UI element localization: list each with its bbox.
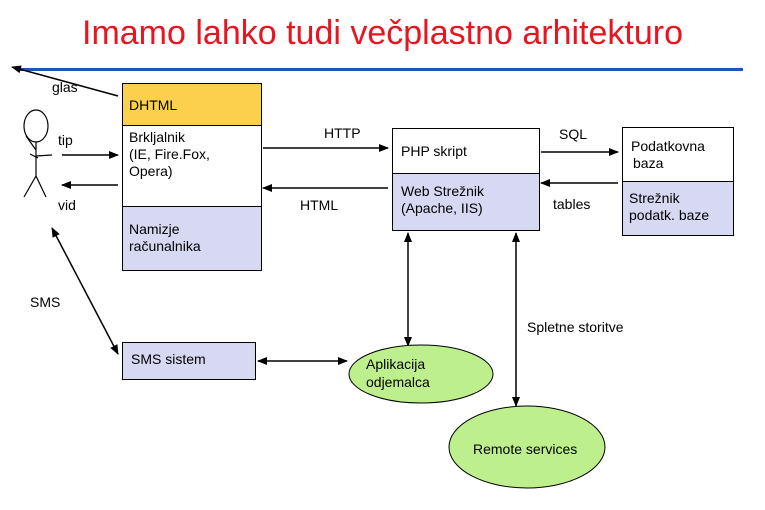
client-app-line-2: odjemalca	[366, 374, 430, 390]
glas-label: glas	[52, 79, 78, 95]
http-label: HTTP	[324, 125, 361, 141]
tables-label: tables	[553, 196, 591, 212]
dhtml-label: DHTML	[129, 97, 178, 113]
stick-figure-icon	[23, 109, 53, 198]
web-server-line-1: Web Strežnik	[401, 183, 484, 199]
remote-services-ellipse	[448, 405, 606, 489]
desktop-line-2: računalnika	[129, 238, 201, 254]
db-server-box: Strežnik podatk. baze	[622, 181, 734, 236]
browser-line-3: Opera)	[129, 163, 173, 179]
database-box: Podatkovna baza	[622, 127, 734, 182]
client-app-ellipse	[348, 344, 494, 404]
web-server-box: Web Strežnik (Apache, IIS)	[392, 173, 540, 231]
html-label: HTML	[300, 197, 339, 213]
web-server-line-2: (Apache, IIS)	[401, 200, 483, 216]
php-script-label: PHP skript	[401, 143, 467, 159]
sms-system-label: SMS sistem	[131, 351, 206, 367]
client-app-line-1: Aplikacija	[366, 356, 426, 372]
remote-services-label: Remote services	[473, 441, 578, 457]
desktop-line-1: Namizje	[129, 221, 180, 237]
database-line-1: Podatkovna	[631, 138, 705, 154]
title-rule	[18, 68, 743, 71]
database-line-2: baza	[633, 155, 664, 171]
browser-box: Brkljalnik (IE, Fire.Fox, Opera)	[122, 125, 262, 207]
sms-label: SMS	[30, 294, 61, 310]
sql-label: SQL	[559, 126, 588, 142]
sms-system-box: SMS sistem	[122, 342, 256, 380]
browser-line-2: (IE, Fire.Fox,	[129, 146, 210, 162]
dhtml-box: DHTML	[122, 83, 262, 126]
db-server-line-1: Strežnik	[629, 190, 680, 206]
db-server-line-2: podatk. baze	[629, 207, 710, 223]
web-services-label: Spletne storitve	[527, 319, 624, 335]
desktop-box: Namizje računalnika	[122, 206, 262, 271]
slide-title: Imamo lahko tudi večplastno arhitekturo	[82, 14, 683, 52]
tip-label: tip	[58, 132, 73, 148]
vid-label: vid	[58, 197, 76, 213]
browser-line-1: Brkljalnik	[129, 129, 186, 145]
